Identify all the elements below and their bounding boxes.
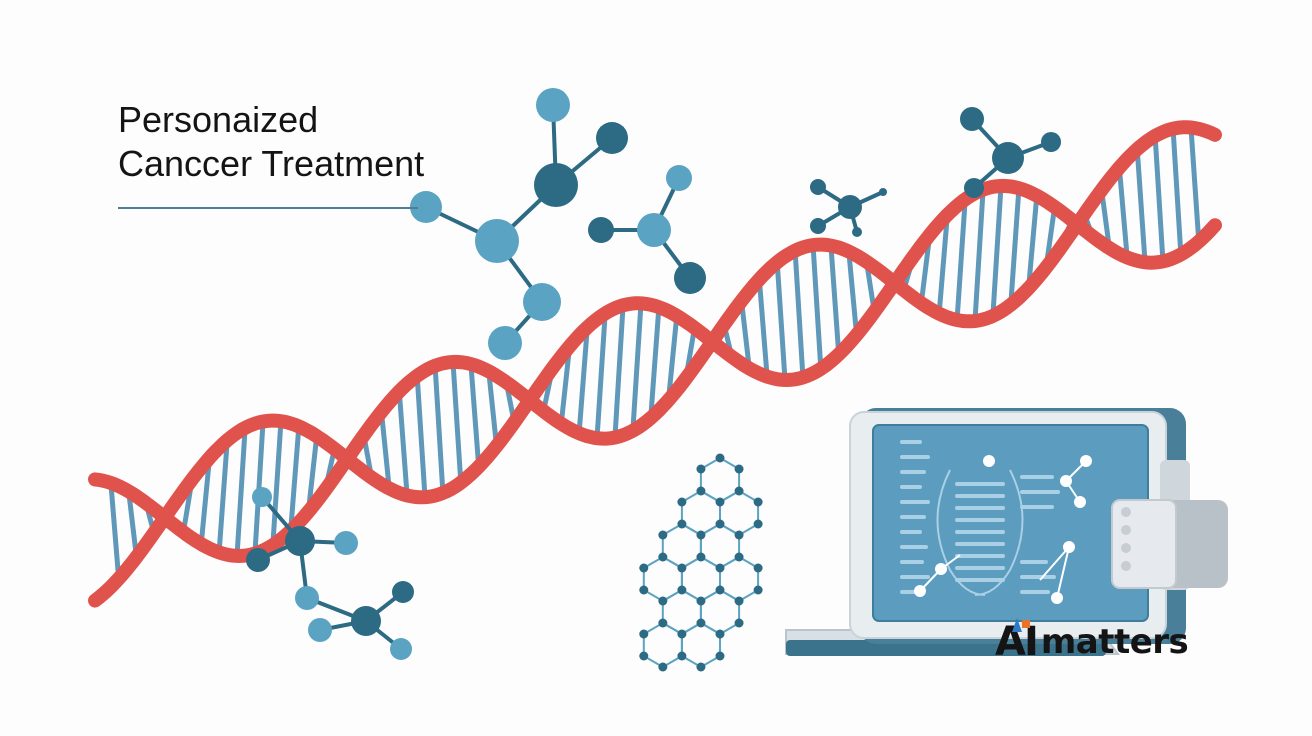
title-line-2: Canccer Treatment (118, 143, 425, 184)
dna-rung (432, 361, 446, 497)
dna-rung (990, 183, 1004, 317)
dna-rung (630, 300, 644, 431)
dna-rung (270, 418, 284, 545)
dna-rung (648, 303, 662, 417)
hexagon-cell (680, 621, 721, 669)
logo-wordmark: matters (1040, 622, 1189, 662)
dna-rung (936, 216, 950, 318)
dna-rung (576, 329, 590, 438)
dna-rung (306, 431, 320, 509)
dna-rung (414, 370, 428, 500)
molecule (588, 165, 706, 294)
dna-rung (396, 385, 410, 497)
dna-rung (1026, 191, 1040, 286)
logo-blue-triangle (1012, 618, 1022, 632)
dna-rung (972, 188, 986, 323)
dna-rung (1188, 125, 1202, 248)
logo-orange-square (1022, 620, 1030, 628)
dna-rung (1134, 143, 1148, 265)
title-underline (118, 207, 418, 209)
molecule (246, 487, 414, 660)
dna-rung (288, 422, 302, 530)
molecule (810, 179, 887, 237)
hexagon-lattice-icon (639, 453, 763, 672)
dna-rung (774, 256, 788, 383)
dna-helix-icon (88, 120, 1222, 608)
dna-rung (468, 362, 482, 473)
dna-rung (792, 246, 806, 382)
device-card-dots (1121, 507, 1131, 571)
dna-rung (1116, 160, 1130, 259)
dna-rung (108, 481, 122, 586)
molecule (410, 88, 628, 360)
dna-rung (612, 304, 626, 440)
dna-rung (198, 460, 212, 549)
dna-rung (810, 242, 824, 374)
dna-rung (1170, 125, 1184, 260)
dna-rung (828, 243, 842, 361)
dna-rung (954, 200, 968, 324)
dna-rung (558, 349, 572, 429)
brand-logo: AI matters (995, 618, 1189, 664)
dna-strand-b (88, 178, 1222, 608)
title-line-1: Personaized (118, 99, 319, 140)
dna-rung (216, 441, 230, 557)
dna-rung (594, 313, 608, 442)
dna-rung (234, 427, 248, 559)
laptop-icon (785, 408, 1228, 656)
dna-rung (1008, 184, 1022, 304)
molecule-icon (246, 88, 1061, 660)
dna-rung (756, 272, 770, 378)
dna-screen-icon (900, 440, 1092, 604)
dna-rung (252, 419, 266, 555)
dna-rung (1152, 131, 1166, 265)
hexagon-cell (642, 621, 683, 669)
page-title: Personaized Canccer Treatment (118, 98, 424, 186)
dna-rung (450, 359, 464, 488)
dna-rung (918, 238, 932, 309)
molecule (960, 107, 1061, 198)
dna-rung (666, 311, 680, 398)
dna-strand-a (88, 120, 1222, 564)
